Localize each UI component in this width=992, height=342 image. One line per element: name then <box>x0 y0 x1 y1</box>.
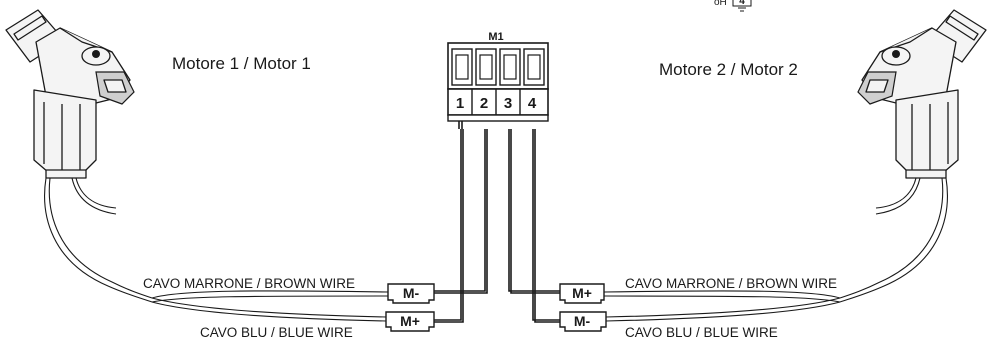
motor2-title: Motore 2 / Motor 2 <box>659 60 798 79</box>
terminal-3-label: 3 <box>504 95 512 112</box>
motor1-illustration <box>5 9 135 179</box>
motor2-cable <box>603 177 948 322</box>
motor2-top-polarity: M+ <box>572 285 592 301</box>
terminal-block-m1: M1 1 2 3 4 <box>447 31 549 122</box>
terminal-1-label: 1 <box>456 95 464 112</box>
motor1-brown-wire-label: CAVO MARRONE / BROWN WIRE <box>143 276 355 291</box>
motor1-blue-wire-label: CAVO BLU / BLUE WIRE <box>200 325 353 340</box>
cropped-fragment: 4 oH <box>714 0 752 12</box>
terminal-4-label: 4 <box>528 95 537 112</box>
svg-text:oH: oH <box>714 0 727 8</box>
terminal-2-label: 2 <box>480 95 488 112</box>
motor2-polarity-boxes: M+ M- <box>559 283 607 332</box>
motor1-cable <box>44 177 389 322</box>
terminal-block-title: M1 <box>488 31 503 43</box>
motor1-polarity-boxes: M- M+ <box>385 283 435 332</box>
motor2-bottom-polarity: M- <box>574 313 591 329</box>
motor1-title: Motore 1 / Motor 1 <box>172 54 311 73</box>
motor2-brown-wire-label: CAVO MARRONE / BROWN WIRE <box>625 276 837 291</box>
motor2-illustration <box>857 9 987 179</box>
terminal-wires <box>434 121 560 323</box>
motor2-blue-wire-label: CAVO BLU / BLUE WIRE <box>625 325 778 340</box>
svg-text:4: 4 <box>739 0 745 7</box>
motor1-top-polarity: M- <box>403 285 420 301</box>
motor1-bottom-polarity: M+ <box>400 313 420 329</box>
